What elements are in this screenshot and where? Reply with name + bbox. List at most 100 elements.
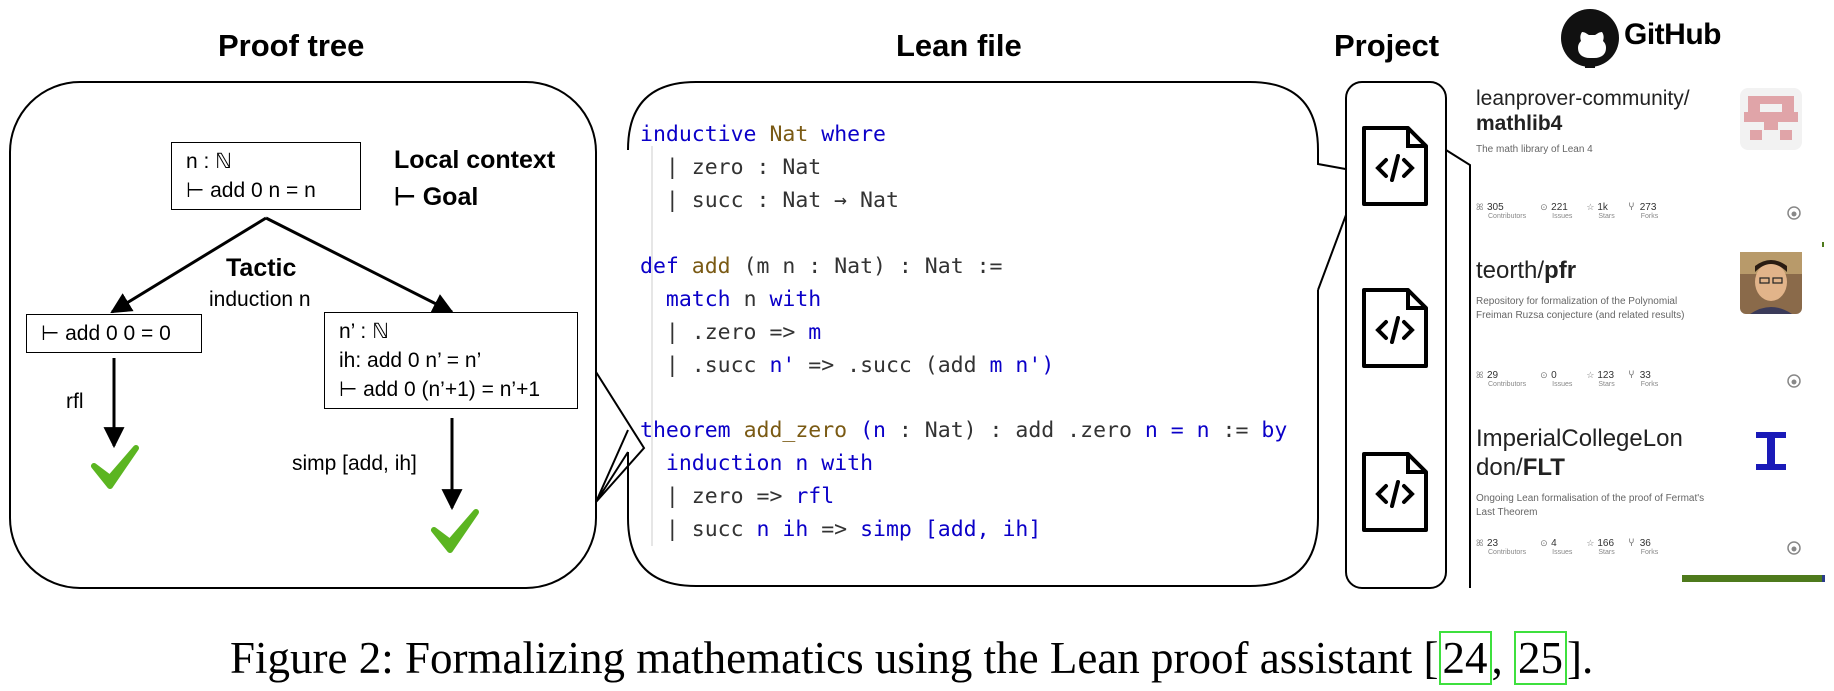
citation-link[interactable]: 25 xyxy=(1514,631,1567,685)
stat-label: Stars xyxy=(1598,213,1615,220)
keyword: with xyxy=(769,287,822,312)
code-line-6: match n with xyxy=(640,283,821,316)
proof-tree-heading: Proof tree xyxy=(218,28,365,63)
code-line-8: | .succ n' => .succ (add m n') xyxy=(640,349,1054,382)
stars-count: 166 xyxy=(1597,538,1615,549)
stat-label: Contributors xyxy=(1488,549,1527,556)
github-card-accent xyxy=(1682,575,1824,582)
forks-count: 273 xyxy=(1639,202,1657,213)
proof-tree-panel xyxy=(9,81,597,589)
root-context: n : ℕ xyxy=(186,150,232,173)
issues-icon: ⊙ xyxy=(1540,202,1548,212)
identifier: add_zero xyxy=(743,418,848,443)
github-small-icon xyxy=(1787,541,1801,555)
keyword: induction xyxy=(665,451,783,476)
lean-file-outline xyxy=(595,81,1363,587)
repo-owner: leanprover-community/ xyxy=(1476,87,1690,110)
code-text: ] xyxy=(1028,517,1042,542)
code-text: [add, xyxy=(911,517,1003,542)
keyword: def xyxy=(640,254,679,279)
repo-flt-title[interactable]: ImperialCollegeLon don/FLT xyxy=(1476,424,1683,482)
repo-flt-description-2: Last Theorem xyxy=(1476,507,1538,518)
flt-logo xyxy=(1756,432,1786,470)
star-icon: ☆ xyxy=(1586,538,1595,548)
variable: ih xyxy=(782,517,809,542)
citation-link[interactable]: 24 xyxy=(1438,631,1492,685)
fork-icon: Ⴤ xyxy=(1628,370,1635,380)
repo-mathlib-title[interactable]: leanprover-community/ mathlib4 xyxy=(1476,86,1690,136)
stat-label: Forks xyxy=(1640,213,1659,220)
left-goal: ⊢ add 0 0 = 0 xyxy=(41,322,171,345)
code-text: => .succ xyxy=(795,353,925,378)
issues-count: 0 xyxy=(1551,370,1557,381)
star-icon: ☆ xyxy=(1586,370,1595,380)
keyword: by xyxy=(1261,418,1288,443)
proof-to-lean-connector xyxy=(595,371,646,503)
forks-count: 33 xyxy=(1639,370,1651,381)
repo-name: mathlib4 xyxy=(1476,112,1563,135)
code-text: : Nat) : add .zero xyxy=(885,418,1145,443)
caption-text: Figure 2: Formalizing mathematics using … xyxy=(230,633,1439,683)
variable: n xyxy=(1196,418,1210,443)
tactic-induction: induction n xyxy=(209,288,311,311)
github-small-icon xyxy=(1787,374,1801,388)
caption-separator: , xyxy=(1491,633,1514,683)
github-small-icon xyxy=(1787,206,1801,220)
code-line-12: | zero => rfl xyxy=(640,480,834,513)
pfr-avatar xyxy=(1740,252,1802,314)
code-text: | zero => xyxy=(640,484,796,509)
code-text: (m n : Nat) : Nat := xyxy=(730,254,1003,279)
keyword: with xyxy=(821,451,874,476)
tactic-label: Tactic xyxy=(226,254,297,282)
mathlib-avatar xyxy=(1740,88,1802,150)
code-text xyxy=(640,287,666,312)
repo-name: FLT xyxy=(1522,454,1565,481)
contributors-count: 23 xyxy=(1487,538,1499,549)
variable: n xyxy=(756,517,770,542)
file-code-icon xyxy=(1362,288,1428,368)
fork-icon: Ⴤ xyxy=(1628,202,1635,212)
proof-node-left: ⊢ add 0 0 = 0 xyxy=(26,314,202,353)
variable: m xyxy=(808,320,822,345)
contributors-count: 305 xyxy=(1487,202,1504,213)
code-text xyxy=(731,418,744,443)
code-line-11: induction n with xyxy=(640,447,873,480)
code-line-1: inductive Nat where xyxy=(640,118,886,151)
code-text: := xyxy=(1209,418,1262,443)
right-context: n’ : ℕ xyxy=(339,320,389,343)
forks-count: 36 xyxy=(1639,538,1651,549)
right-goal: ⊢ add 0 (n’+1) = n’+1 xyxy=(339,378,541,401)
code-line-5: def add (m n : Nat) : Nat := xyxy=(640,250,1002,283)
caption-suffix: ]. xyxy=(1567,633,1594,683)
checkmark-icon xyxy=(91,445,139,489)
issues-icon: ⊙ xyxy=(1540,538,1548,548)
repo-pfr-title[interactable]: teorth/pfr xyxy=(1476,258,1576,283)
github-card-accent-mark xyxy=(1822,242,1824,247)
repo-owner: don/ xyxy=(1476,454,1523,481)
contributors-icon: ꕤ xyxy=(1476,202,1484,212)
variable: ih xyxy=(1002,517,1029,542)
contributors-icon: ꕤ xyxy=(1476,370,1484,380)
code-text xyxy=(808,451,821,476)
right-hypothesis: ih: add 0 n’ = n’ xyxy=(339,349,482,372)
code-text xyxy=(808,122,821,147)
stat-label: Stars xyxy=(1598,549,1615,556)
repo-mathlib-description: The math library of Lean 4 xyxy=(1476,144,1593,155)
contributors-count: 29 xyxy=(1487,370,1499,381)
code-line-7: | .zero => m xyxy=(640,316,821,349)
variable: n xyxy=(873,418,886,443)
keyword: match xyxy=(665,287,731,312)
issues-icon: ⊙ xyxy=(1540,370,1548,380)
code-text: | .succ xyxy=(640,353,770,378)
lean-file-heading: Lean file xyxy=(896,28,1022,63)
stars-count: 1k xyxy=(1597,202,1608,213)
keyword: where xyxy=(821,122,886,147)
